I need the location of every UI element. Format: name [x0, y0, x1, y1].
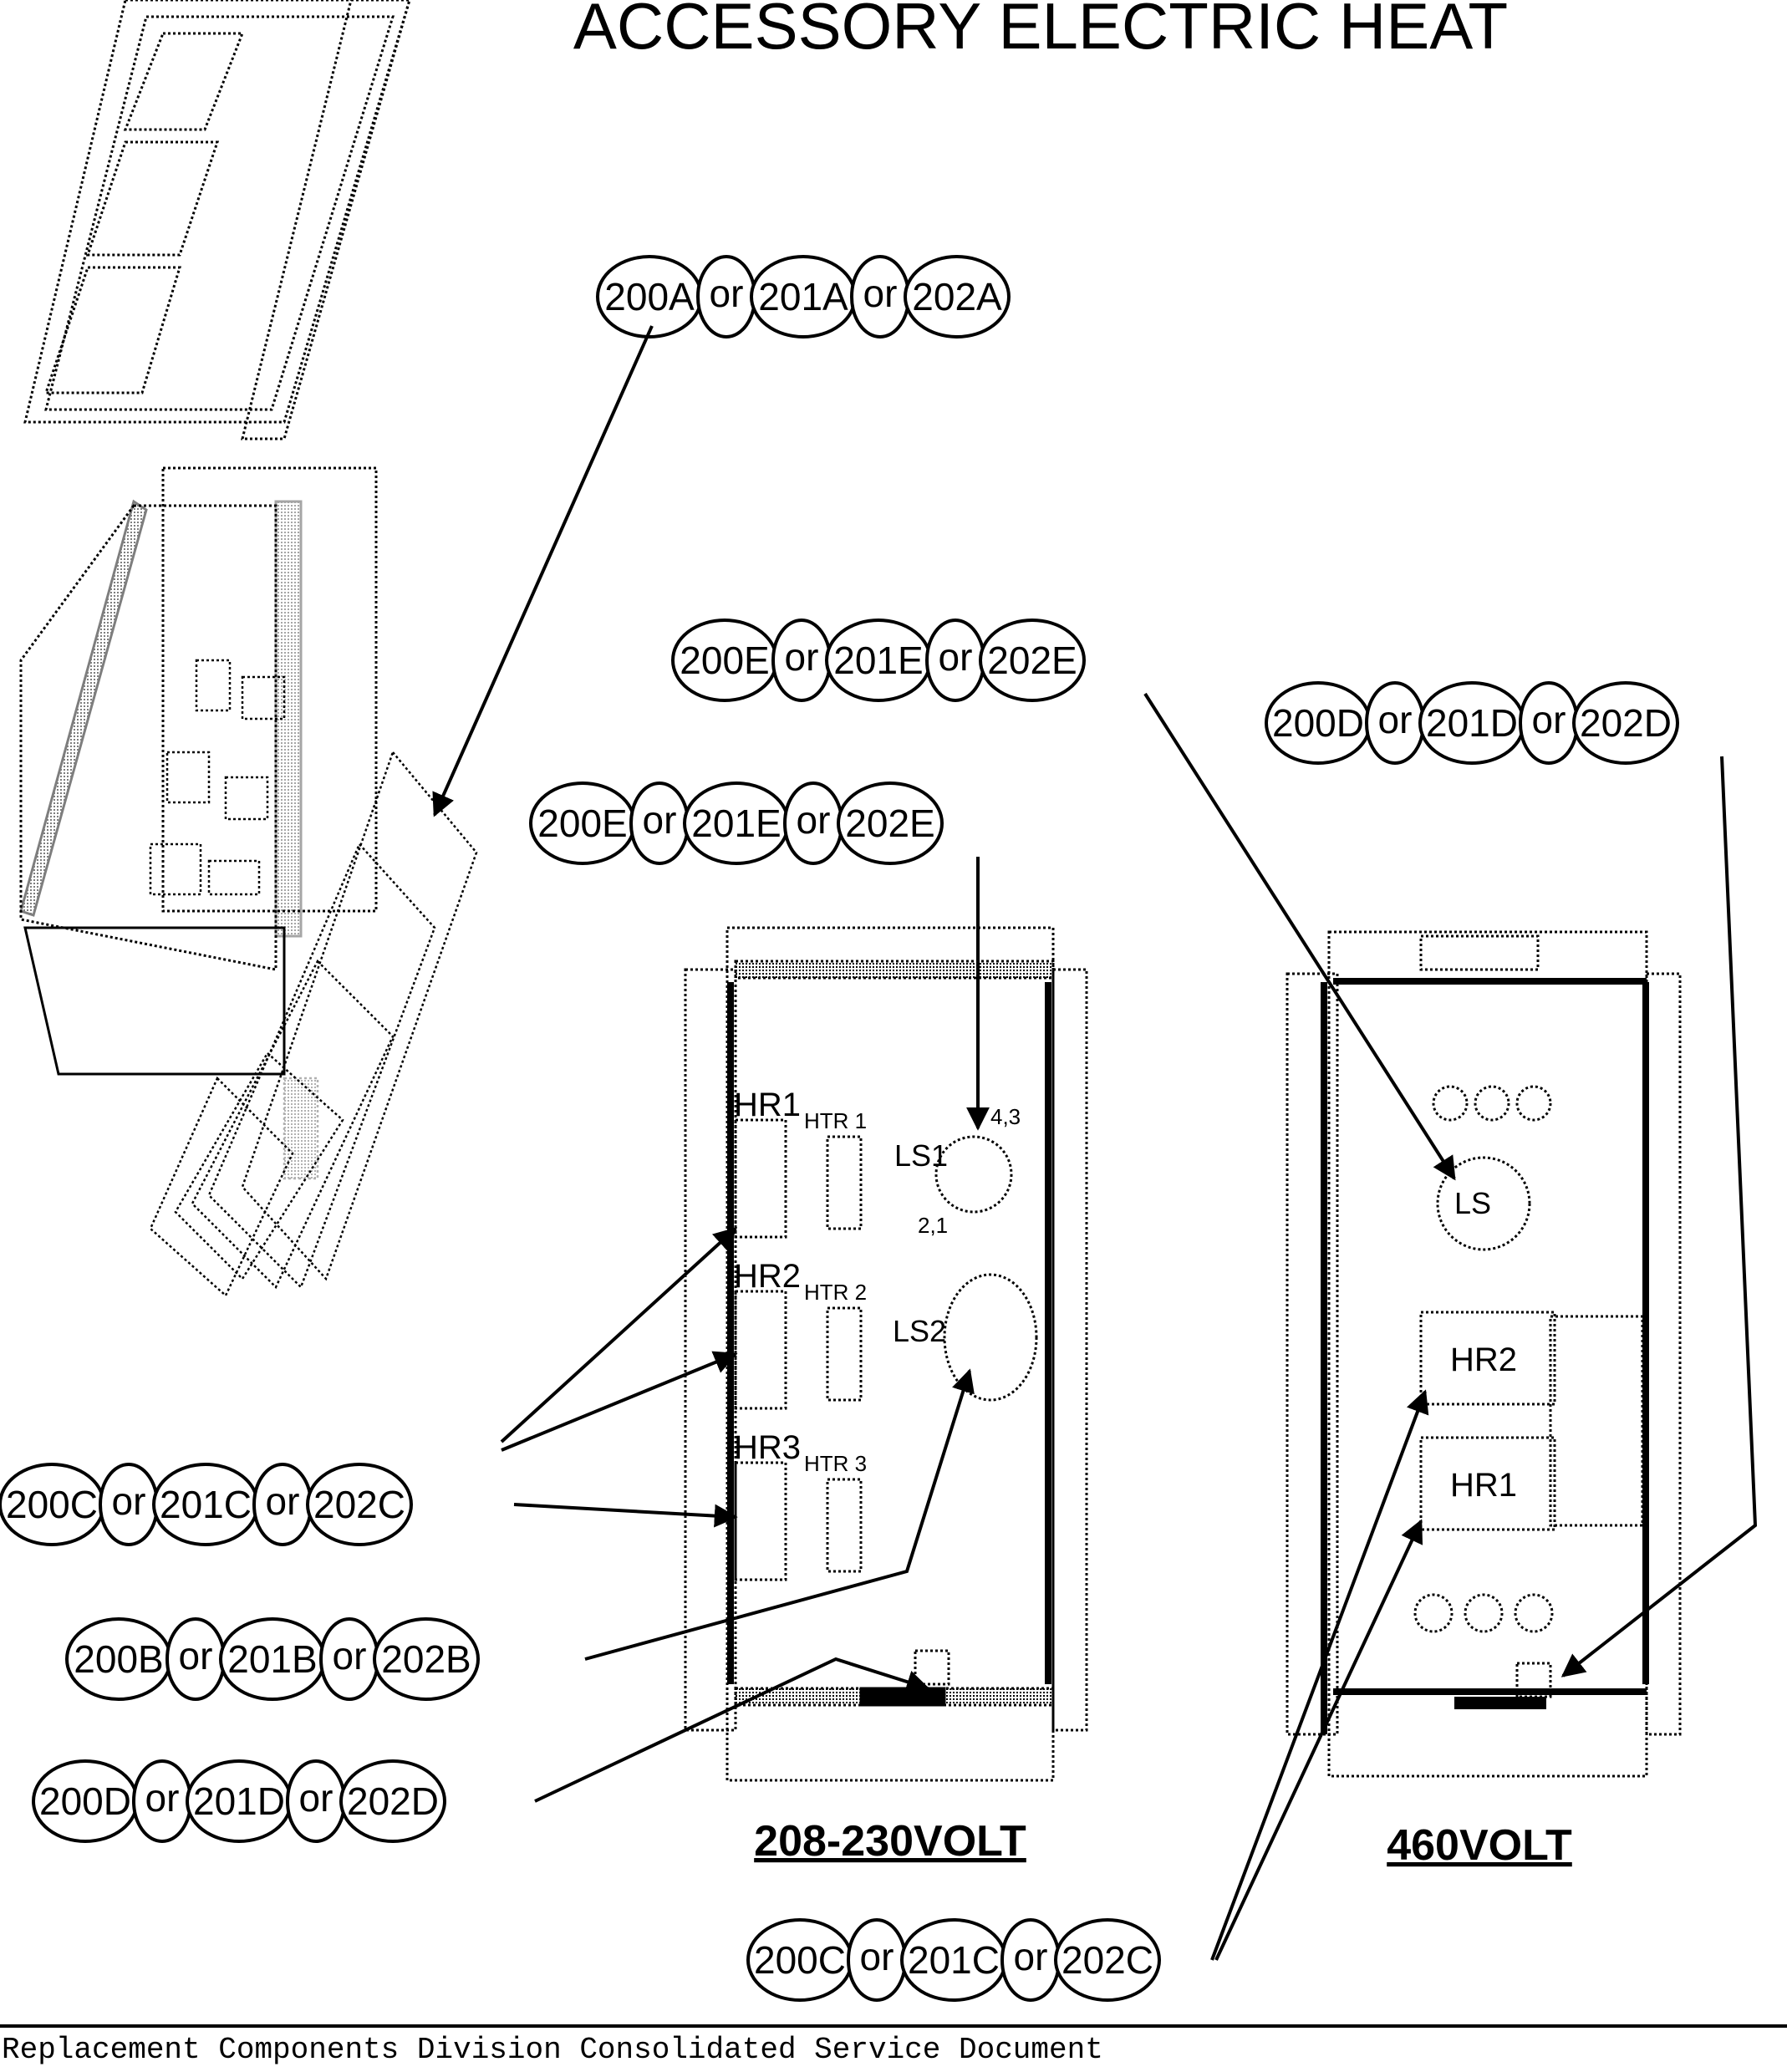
- panel-label-460v: 460VOLT: [1387, 1821, 1572, 1870]
- part-number: 201E: [833, 639, 923, 682]
- part-number: 200D: [1272, 701, 1364, 745]
- or-connector: or: [299, 1776, 333, 1820]
- label-ls2: LS2: [893, 1314, 946, 1348]
- footer: Replacement Components Division Consolid…: [0, 2024, 1787, 2072]
- heater-elements: [149, 750, 478, 1298]
- part-number: 200C: [6, 1483, 98, 1526]
- or-connector: or: [112, 1479, 146, 1523]
- callout-group-c-left: 200C or 201C or 202C: [0, 1463, 413, 1546]
- arrow-c-to-hr3: [513, 1503, 738, 1528]
- leader-arrows: [432, 325, 1758, 1961]
- label-htr2: HTR 2: [804, 1280, 867, 1305]
- label-hr3: HR3: [734, 1429, 801, 1466]
- label-hr1-460v: HR1: [1450, 1467, 1517, 1504]
- part-oval: [306, 1463, 413, 1546]
- arrow-b-to-ls2: [584, 1368, 975, 1661]
- part-number: 200B: [74, 1637, 163, 1681]
- arrow-d-to-terminal: [534, 1657, 930, 1803]
- part-number: 202E: [987, 639, 1077, 682]
- or-connector: or: [145, 1776, 180, 1820]
- part-number: 201D: [193, 1779, 285, 1823]
- part-number: 200E: [537, 802, 627, 845]
- label-htr1: HTR 1: [804, 1108, 867, 1133]
- part-number: 202E: [845, 802, 934, 845]
- callout-group-e-top: 200E or 201E or 202E: [671, 619, 1086, 702]
- label-terminal-43: 4,3: [990, 1104, 1021, 1129]
- or-connector: or: [710, 272, 744, 315]
- label-ls: LS: [1454, 1186, 1491, 1220]
- label-htr3: HTR 3: [804, 1451, 867, 1476]
- heater-cover-plate: [23, 0, 411, 440]
- label-hr1: HR1: [734, 1087, 801, 1123]
- or-connector: or: [643, 798, 677, 842]
- part-number: 202D: [1580, 701, 1672, 745]
- part-number: 201D: [1426, 701, 1518, 745]
- label-ls1: LS1: [894, 1138, 948, 1173]
- callout-group-e-mid: 200E or 201E or 202E: [529, 781, 944, 865]
- part-number: 200E: [680, 639, 769, 682]
- part-number: 202C: [1062, 1938, 1153, 1982]
- or-connector: or: [1378, 698, 1413, 741]
- or-connector: or: [333, 1634, 367, 1677]
- or-connector: or: [863, 272, 898, 315]
- arrow-c-to-hr2: [501, 1351, 738, 1452]
- part-oval: [837, 781, 944, 865]
- panel-460v: [1286, 930, 1682, 1778]
- label-hr2: HR2: [734, 1258, 801, 1295]
- or-connector: or: [860, 1935, 894, 1978]
- or-connector: or: [179, 1634, 213, 1677]
- or-connector: or: [1014, 1935, 1048, 1978]
- diagram-title: ACCESSORY ELECTRIC HEAT: [573, 0, 1508, 63]
- part-oval: [373, 1617, 480, 1701]
- part-oval: [979, 619, 1086, 702]
- panel-208-230v: [684, 926, 1088, 1782]
- arrow-e-to-ls: [1143, 692, 1456, 1181]
- arrow-c-to-hr1: [500, 1227, 738, 1443]
- or-connector: or: [785, 635, 819, 679]
- part-number: 200C: [754, 1938, 846, 1982]
- callout-group-a: 200A or 201A or 202A: [596, 255, 1011, 339]
- part-oval: [904, 255, 1011, 339]
- part-number: 200D: [39, 1779, 131, 1823]
- panel-label-208-230v: 208-230VOLT: [754, 1817, 1026, 1866]
- label-terminal-21: 2,1: [918, 1213, 948, 1238]
- part-oval: [1572, 681, 1679, 765]
- callout-group-b: 200B or 201B or 202B: [65, 1617, 480, 1701]
- part-number: 202B: [381, 1637, 471, 1681]
- label-hr2-460v: HR2: [1450, 1341, 1517, 1378]
- part-number: 202C: [313, 1483, 405, 1526]
- part-oval: [1054, 1918, 1161, 2002]
- part-number: 201A: [758, 275, 848, 318]
- callout-group-d-right: 200D or 201D or 202D: [1265, 681, 1679, 765]
- or-connector: or: [797, 798, 831, 842]
- or-connector: or: [1532, 698, 1566, 741]
- arrow-d-to-460v-terminal: [1560, 756, 1758, 1677]
- arrow-c-to-hr1-460v: [1214, 1519, 1423, 1961]
- part-number: 201C: [160, 1483, 252, 1526]
- callout-group-d-left: 200D or 201D or 202D: [32, 1759, 446, 1843]
- part-number: 201B: [227, 1637, 317, 1681]
- part-number: 202D: [347, 1779, 439, 1823]
- part-number: 201C: [908, 1938, 1000, 1982]
- or-connector: or: [266, 1479, 300, 1523]
- part-oval: [339, 1759, 446, 1843]
- part-number: 200A: [604, 275, 695, 318]
- arrow-a-to-elements: [432, 325, 654, 817]
- footer-text: Replacement Components Division Consolid…: [2, 2033, 1103, 2067]
- or-connector: or: [939, 635, 973, 679]
- part-number: 202A: [912, 275, 1002, 318]
- callout-group-c-bottom: 200C or 201C or 202C: [746, 1918, 1161, 2002]
- part-number: 201E: [691, 802, 781, 845]
- heater-box: [19, 466, 378, 1076]
- arrow-c-to-hr2-460v: [1210, 1389, 1429, 1961]
